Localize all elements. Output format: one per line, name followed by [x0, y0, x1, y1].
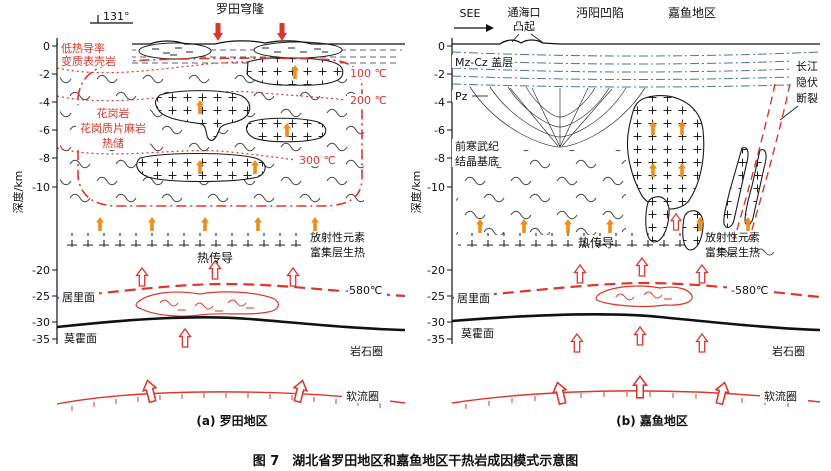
strike-dip-icon	[90, 15, 133, 24]
direction-arrow-icon	[454, 24, 494, 32]
radiogenic-layer	[62, 233, 302, 247]
depth-tick-labels: 0 -2 -4 -6 -8 -10 -20 -25 -30 -35	[32, 40, 50, 346]
curie-label-b: 居里面	[457, 292, 490, 305]
radiogenic-label-1: 放射性元素	[310, 230, 365, 244]
direction-label: SEE	[460, 7, 481, 20]
uplift-label-1: 通海口	[508, 5, 541, 19]
figure: 131° 罗田穹隆 低热导率 变质表壳岩 深度/km 0 -2 -4 -6 -8…	[11, 1, 825, 428]
curie-temp-label: -580℃	[345, 284, 382, 297]
uplift-leader-lines	[511, 33, 543, 43]
svg-text:-20: -20	[427, 264, 445, 277]
isotherm-200-label: 200 ℃	[350, 94, 387, 107]
panel-b: SEE 通海口 凸起 沔阳凹陷 嘉鱼地区 Mz-Cz 盖层 Pz 长江 隐伏 断…	[409, 5, 825, 428]
magma-pocket	[135, 291, 279, 317]
label-backings-a	[58, 41, 390, 403]
moho-label: 莫霍面	[64, 332, 97, 345]
curie-label: 居里面	[62, 291, 95, 304]
basement-tildes-extra	[717, 248, 775, 256]
isotherm-300-label: 300 ℃	[299, 154, 336, 167]
svg-text:-6: -6	[39, 124, 50, 137]
reservoir-label-2: 花岗质片麻岩	[80, 121, 146, 135]
svg-text:-20: -20	[32, 264, 50, 277]
depth-axis-label: 深度/km	[11, 171, 25, 214]
magma-pocket-b	[595, 285, 693, 308]
area-label: 嘉鱼地区	[668, 6, 716, 20]
svg-text:0: 0	[438, 40, 445, 53]
curie-temp-label-b: -580℃	[731, 284, 768, 297]
dome-label: 罗田穹隆	[216, 1, 264, 16]
dome-arrows	[213, 23, 287, 41]
radiogenic-label-b-1: 放射性元素	[705, 230, 760, 244]
depth-ticks	[52, 45, 57, 340]
svg-text:-10: -10	[32, 181, 50, 194]
pz-label: Pz	[455, 90, 468, 103]
svg-text:-30: -30	[427, 316, 445, 329]
basement-label-1: 前寒武纪	[455, 139, 499, 153]
strike-angle-label: 131°	[103, 10, 130, 23]
asthenosphere-boundary	[56, 391, 406, 411]
isotherm-100-label: 100 ℃	[350, 67, 387, 80]
radiogenic-layer-b	[458, 233, 690, 247]
svg-text:-35: -35	[427, 333, 445, 346]
reservoir-label-3: 热储	[102, 136, 124, 150]
ground-surface	[57, 40, 405, 45]
svg-text:-8: -8	[434, 152, 445, 165]
svg-text:-25: -25	[32, 290, 50, 303]
low-conductivity-label-1: 低热导率	[61, 41, 105, 55]
panel-a: 131° 罗田穹隆 低热导率 变质表壳岩 深度/km 0 -2 -4 -6 -8…	[11, 1, 406, 428]
syncline-basin	[469, 86, 646, 148]
depth-ticks-b	[447, 45, 452, 340]
svg-text:-30: -30	[32, 316, 50, 329]
svg-text:-6: -6	[434, 124, 445, 137]
depth-axis-label-b: 深度/km	[409, 171, 423, 214]
svg-text:-2: -2	[39, 68, 50, 81]
panel-b-title: (b) 嘉鱼地区	[616, 413, 688, 428]
granite-bodies-b	[626, 95, 767, 251]
fault-label-leader	[779, 105, 799, 121]
fault-label-1: 长江	[796, 60, 818, 73]
svg-text:-8: -8	[39, 152, 50, 165]
conduction-label: 热传导	[197, 250, 233, 265]
caprock-layers	[451, 51, 821, 88]
fault-label-2: 隐伏	[796, 75, 818, 89]
moho-label-b: 莫霍面	[461, 327, 494, 340]
svg-text:-10: -10	[427, 181, 445, 194]
heat-flow-arrows	[135, 260, 310, 404]
label-backings-b	[452, 55, 825, 403]
lithosphere-label-b: 岩石圈	[772, 344, 805, 358]
svg-text:-2: -2	[434, 68, 445, 81]
depth-tick-labels-b: 0 -2 -4 -6 -8 -10 -20 -25 -30 -35	[427, 40, 445, 346]
basement-label-2: 结晶基底	[455, 154, 499, 168]
conduction-label-b: 热传导	[578, 235, 614, 250]
figure-caption: 图 7 湖北省罗田地区和嘉鱼地区干热岩成因模式示意图	[252, 454, 579, 469]
fault-label-3: 断裂	[796, 91, 818, 105]
moho-line-b	[451, 312, 821, 332]
caprock-label: Mz-Cz 盖层	[455, 55, 513, 69]
isotherm-200-line	[56, 90, 347, 102]
asthenosphere-label: 软流圈	[346, 389, 379, 403]
svg-text:-4: -4	[434, 96, 445, 109]
svg-text:0: 0	[43, 40, 50, 53]
ground-surface-b	[452, 39, 820, 45]
surface-pods	[138, 41, 343, 60]
uplift-label-2: 凸起	[513, 20, 535, 33]
asthenosphere-label-b: 软流圈	[764, 389, 797, 403]
lithosphere-label: 岩石圈	[350, 344, 383, 358]
radiogenic-label-b-2: 富集层生热	[705, 245, 760, 259]
radiogenic-label-2: 富集层生热	[310, 245, 365, 259]
reservoir-boundary	[77, 57, 363, 207]
svg-text:-35: -35	[32, 333, 50, 346]
reservoir-label-1: 花岗岩	[97, 106, 130, 120]
low-conductivity-label-2: 变质表壳岩	[61, 54, 116, 68]
panel-a-title: (a) 罗田地区	[196, 413, 267, 428]
concealed-fault-lines	[733, 83, 791, 241]
isotherm-300-line	[56, 147, 297, 161]
svg-text:-4: -4	[39, 96, 50, 109]
depression-label: 沔阳凹陷	[576, 5, 624, 20]
moho-line	[56, 315, 406, 332]
svg-text:-25: -25	[427, 290, 445, 303]
metamorphic-layer-dashes	[60, 49, 402, 64]
